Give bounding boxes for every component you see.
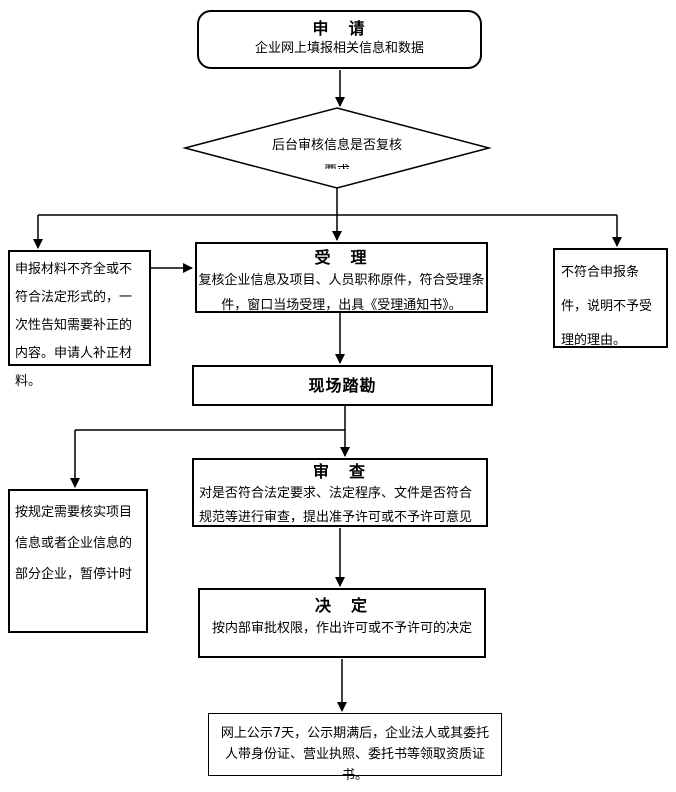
pause-timer-node: 按规定需要核实项目信息或者企业信息的部分企业，暂停计时 [8,489,148,633]
reject-node: 不符合申报条件，说明不予受理的理由。 [553,248,668,348]
supplement-body: 申报材料不齐全或不符合法定形式的，一次性告知需要补正的内容。申请人补正材料。 [15,262,133,389]
publicity-body: 网上公示7天，公示期满后，企业法人或其委托人带身份证、营业执照、委托书等领取资质… [220,726,490,783]
accept-body: 复核企业信息及项目、人员职称原件，符合受理条件，窗口当场受理，出具《受理通知书》… [198,273,485,313]
site-survey-title: 现场踏勘 [308,376,377,395]
decision-label-line1: 后台审核信息是否复核 [271,138,402,153]
reject-body: 不符合申报条件，说明不予受理的理由。 [561,265,653,348]
supplement-node: 申报材料不齐全或不符合法定形式的，一次性告知需要补正的内容。申请人补正材料。 [8,250,151,389]
examine-node: 审 查 对是否符合法定要求、法定程序、文件是否符合规范等进行审查，提出准予许可或… [192,458,488,527]
accept-title: 受 理 [314,248,369,267]
pause-timer-body: 按规定需要核实项目信息或者企业信息的部分企业，暂停计时 [15,505,133,582]
accept-node: 受 理 复核企业信息及项目、人员职称原件，符合受理条件，窗口当场受理，出具《受理… [195,242,488,313]
apply-body: 企业网上填报相关信息和数据 [254,41,424,56]
apply-node: 申 请 企业网上填报相关信息和数据 [197,10,482,69]
site-survey-node: 现场踏勘 [192,365,493,406]
examine-title: 审 查 [312,462,367,481]
decision-label-line2-clipped: 要求 [217,160,457,169]
decide-node: 决 定 按内部审批权限，作出许可或不予许可的决定 [198,588,486,658]
publicity-node: 网上公示7天，公示期满后，企业法人或其委托人带身份证、营业执照、委托书等领取资质… [208,713,502,783]
decide-title: 决 定 [314,596,369,615]
apply-title: 申 请 [312,19,367,38]
examine-body: 对是否符合法定要求、法定程序、文件是否符合规范等进行审查，提出准予许可或不予许可… [199,486,473,525]
decide-body: 按内部审批权限，作出许可或不予许可的决定 [211,621,472,636]
